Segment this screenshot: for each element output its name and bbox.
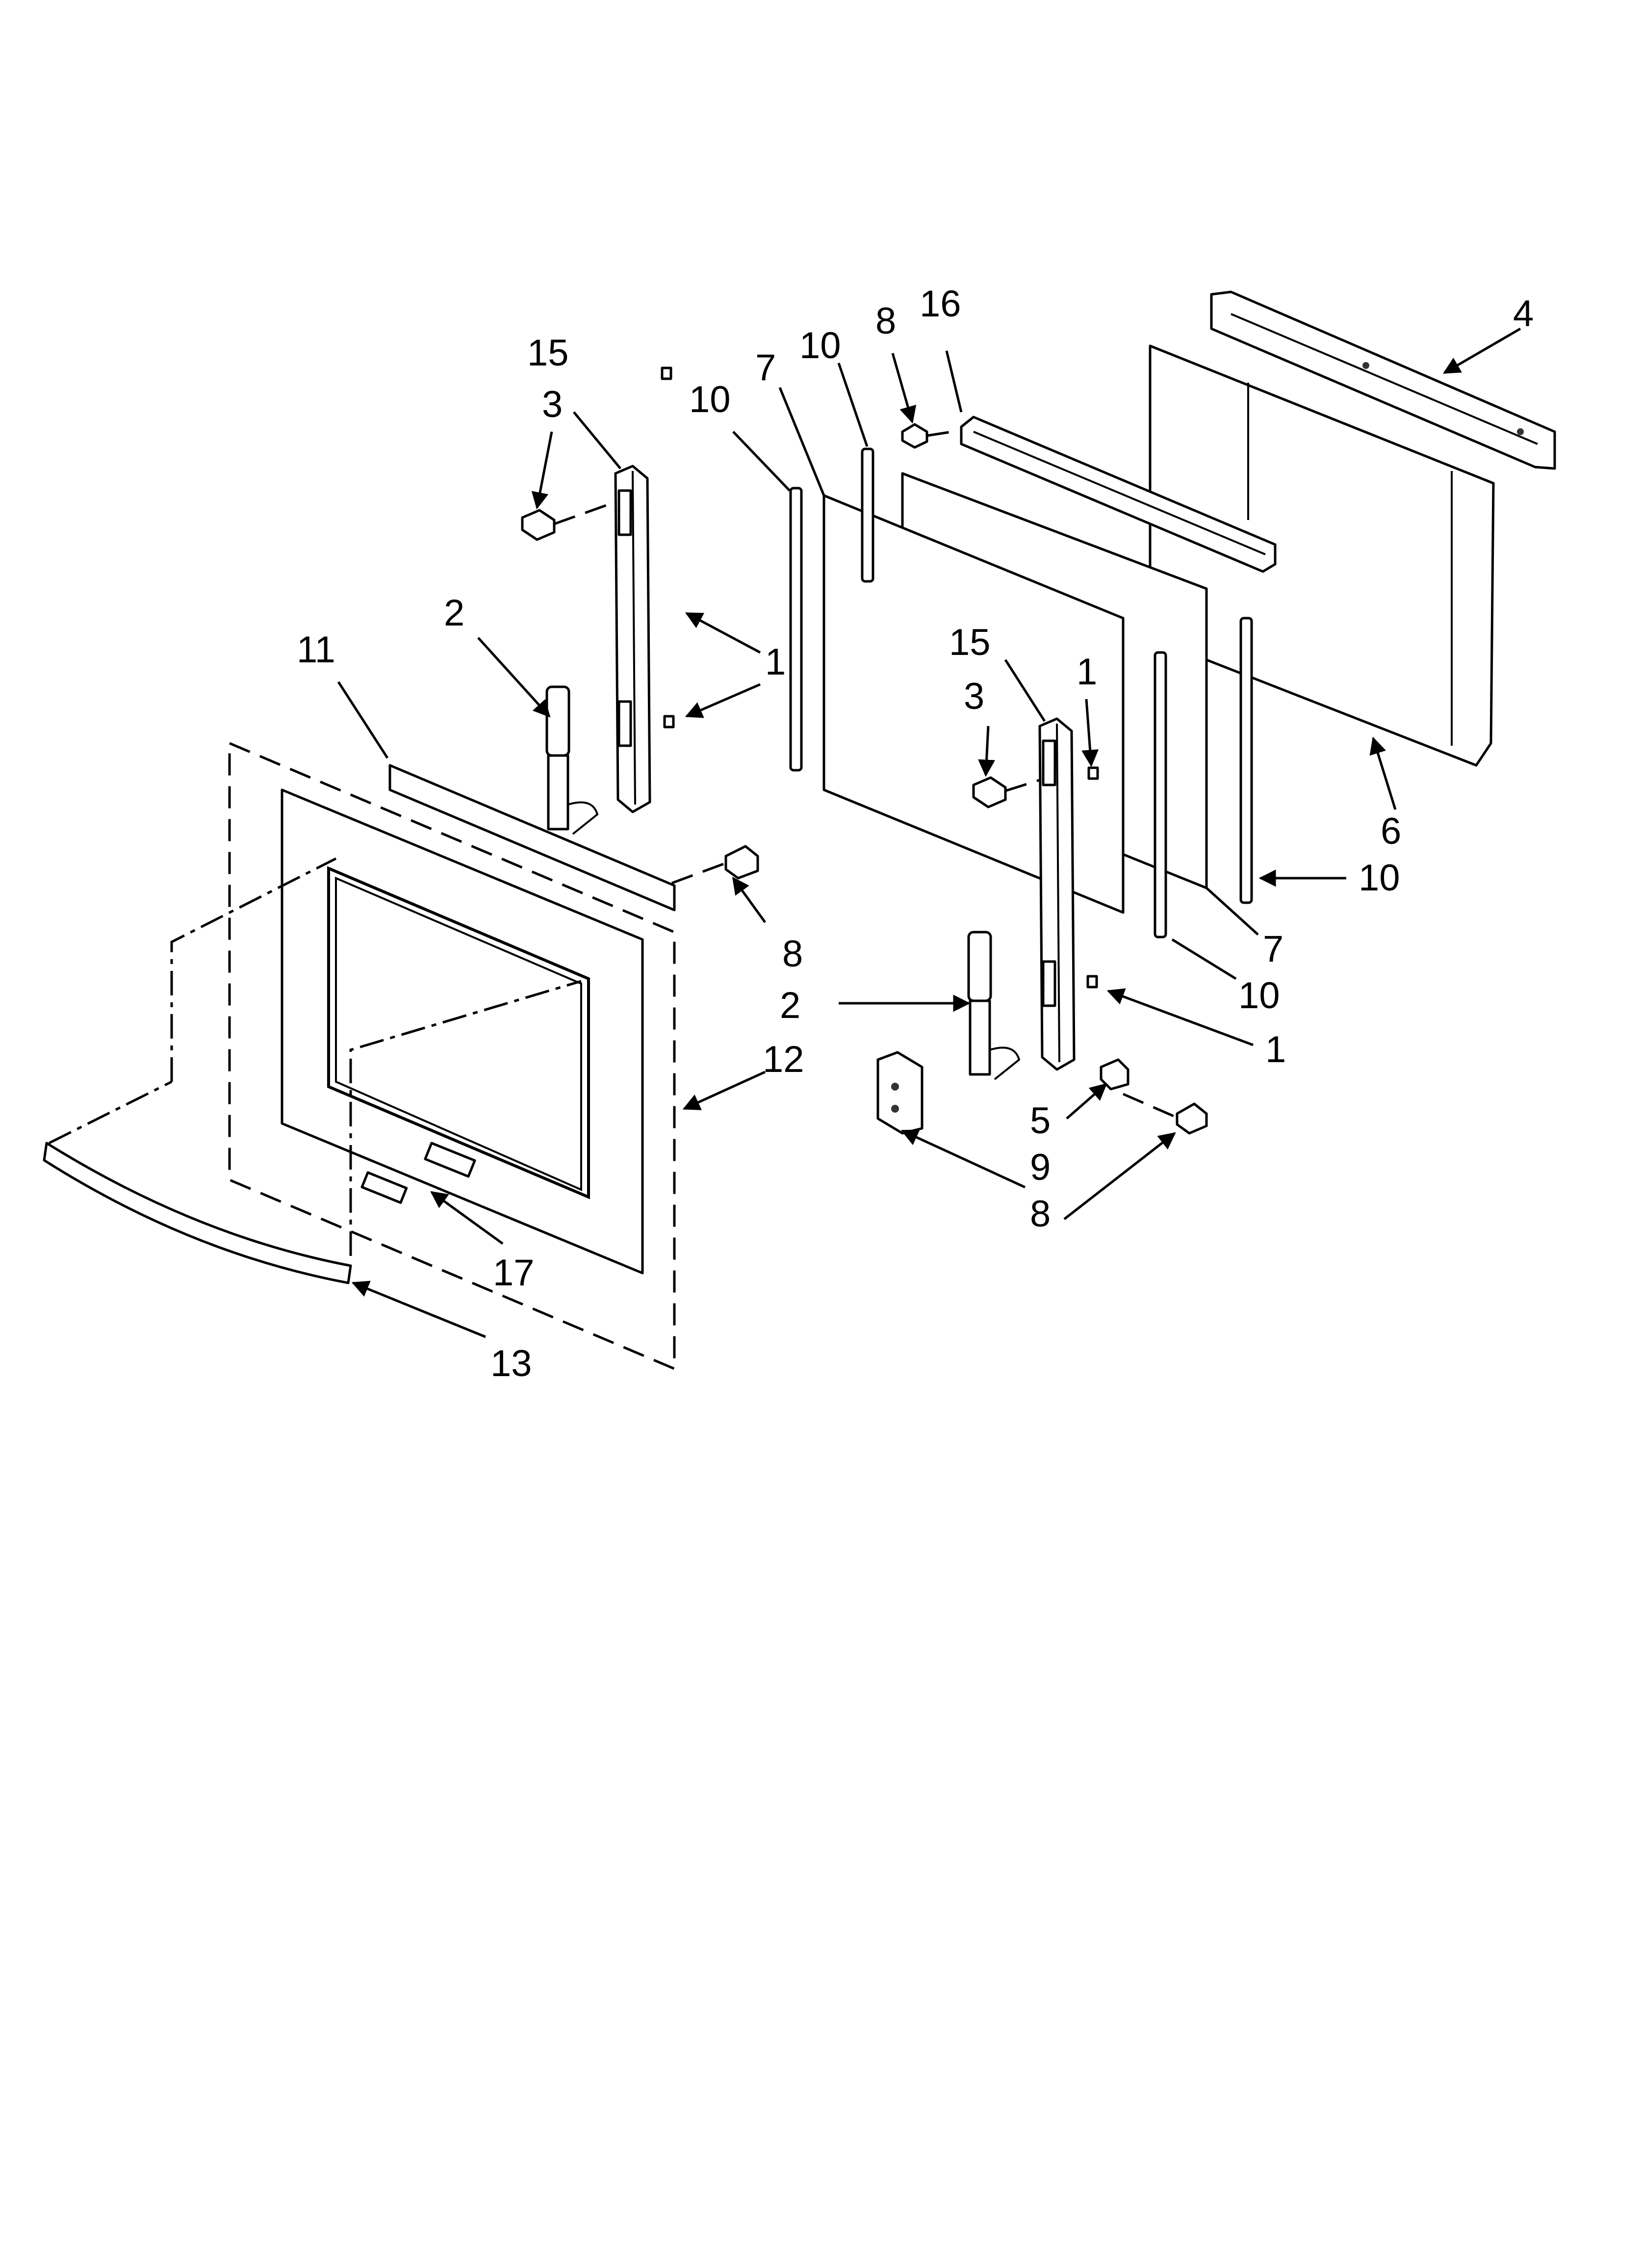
callout-3-left: 3 [542, 384, 563, 425]
assembly-center-lines [48, 857, 582, 1256]
part-11-door-top-strip [388, 764, 676, 912]
callout-10-right-low: 10 [1238, 975, 1280, 1017]
callout-12: 12 [763, 1039, 804, 1080]
part-13-door-handle [43, 1142, 352, 1284]
part-12-outer-door-assembly [228, 741, 676, 1371]
part-10-glass-seal-strips [789, 447, 1253, 938]
callout-9: 9 [1030, 1147, 1051, 1188]
callout-13: 13 [490, 1343, 532, 1384]
callout-1-right-low: 1 [1265, 1029, 1286, 1070]
leader-lines [337, 327, 1521, 1338]
callout-4: 4 [1513, 293, 1534, 335]
callout-6: 6 [1381, 810, 1401, 852]
callout-11: 11 [297, 629, 335, 671]
callout-labels: 4 16 8 10 7 10 15 3 2 11 1 15 3 1 6 10 7… [297, 283, 1534, 1384]
part-9-bracket [876, 1051, 924, 1135]
callout-2-right: 2 [780, 985, 800, 1026]
part-16-glass-retainer [960, 416, 1277, 573]
part-4-door-vent-trim [1210, 290, 1556, 470]
part-15-hinge-channel-left [614, 465, 651, 813]
callout-16: 16 [920, 283, 961, 325]
callout-8-top: 8 [875, 300, 896, 342]
callout-5: 5 [1030, 1100, 1051, 1142]
callout-8-mid: 8 [782, 933, 803, 975]
callout-17: 17 [493, 1252, 535, 1294]
callout-10-top-b: 10 [799, 325, 841, 366]
callout-10-right: 10 [1359, 857, 1400, 899]
callout-1-right-top: 1 [1077, 651, 1097, 693]
callout-15-left: 15 [527, 332, 569, 374]
part-8-screws [671, 423, 1208, 1135]
callout-10-top-a: 10 [689, 379, 731, 420]
callout-7-top: 7 [755, 347, 776, 389]
callout-15-right: 15 [949, 622, 991, 663]
callout-8-low: 8 [1030, 1193, 1051, 1235]
callout-3-right: 3 [964, 676, 984, 717]
callout-2-left: 2 [444, 592, 464, 634]
part-1-hinge-clips [661, 366, 1099, 989]
part-3-hinge-screws [521, 501, 1040, 808]
callout-1-left: 1 [765, 641, 786, 683]
part-2-door-hinges [545, 685, 1021, 1080]
callout-7-right: 7 [1263, 928, 1283, 970]
part-15-hinge-channel-right [1038, 717, 1076, 1071]
part-5-latch [1100, 1058, 1129, 1091]
